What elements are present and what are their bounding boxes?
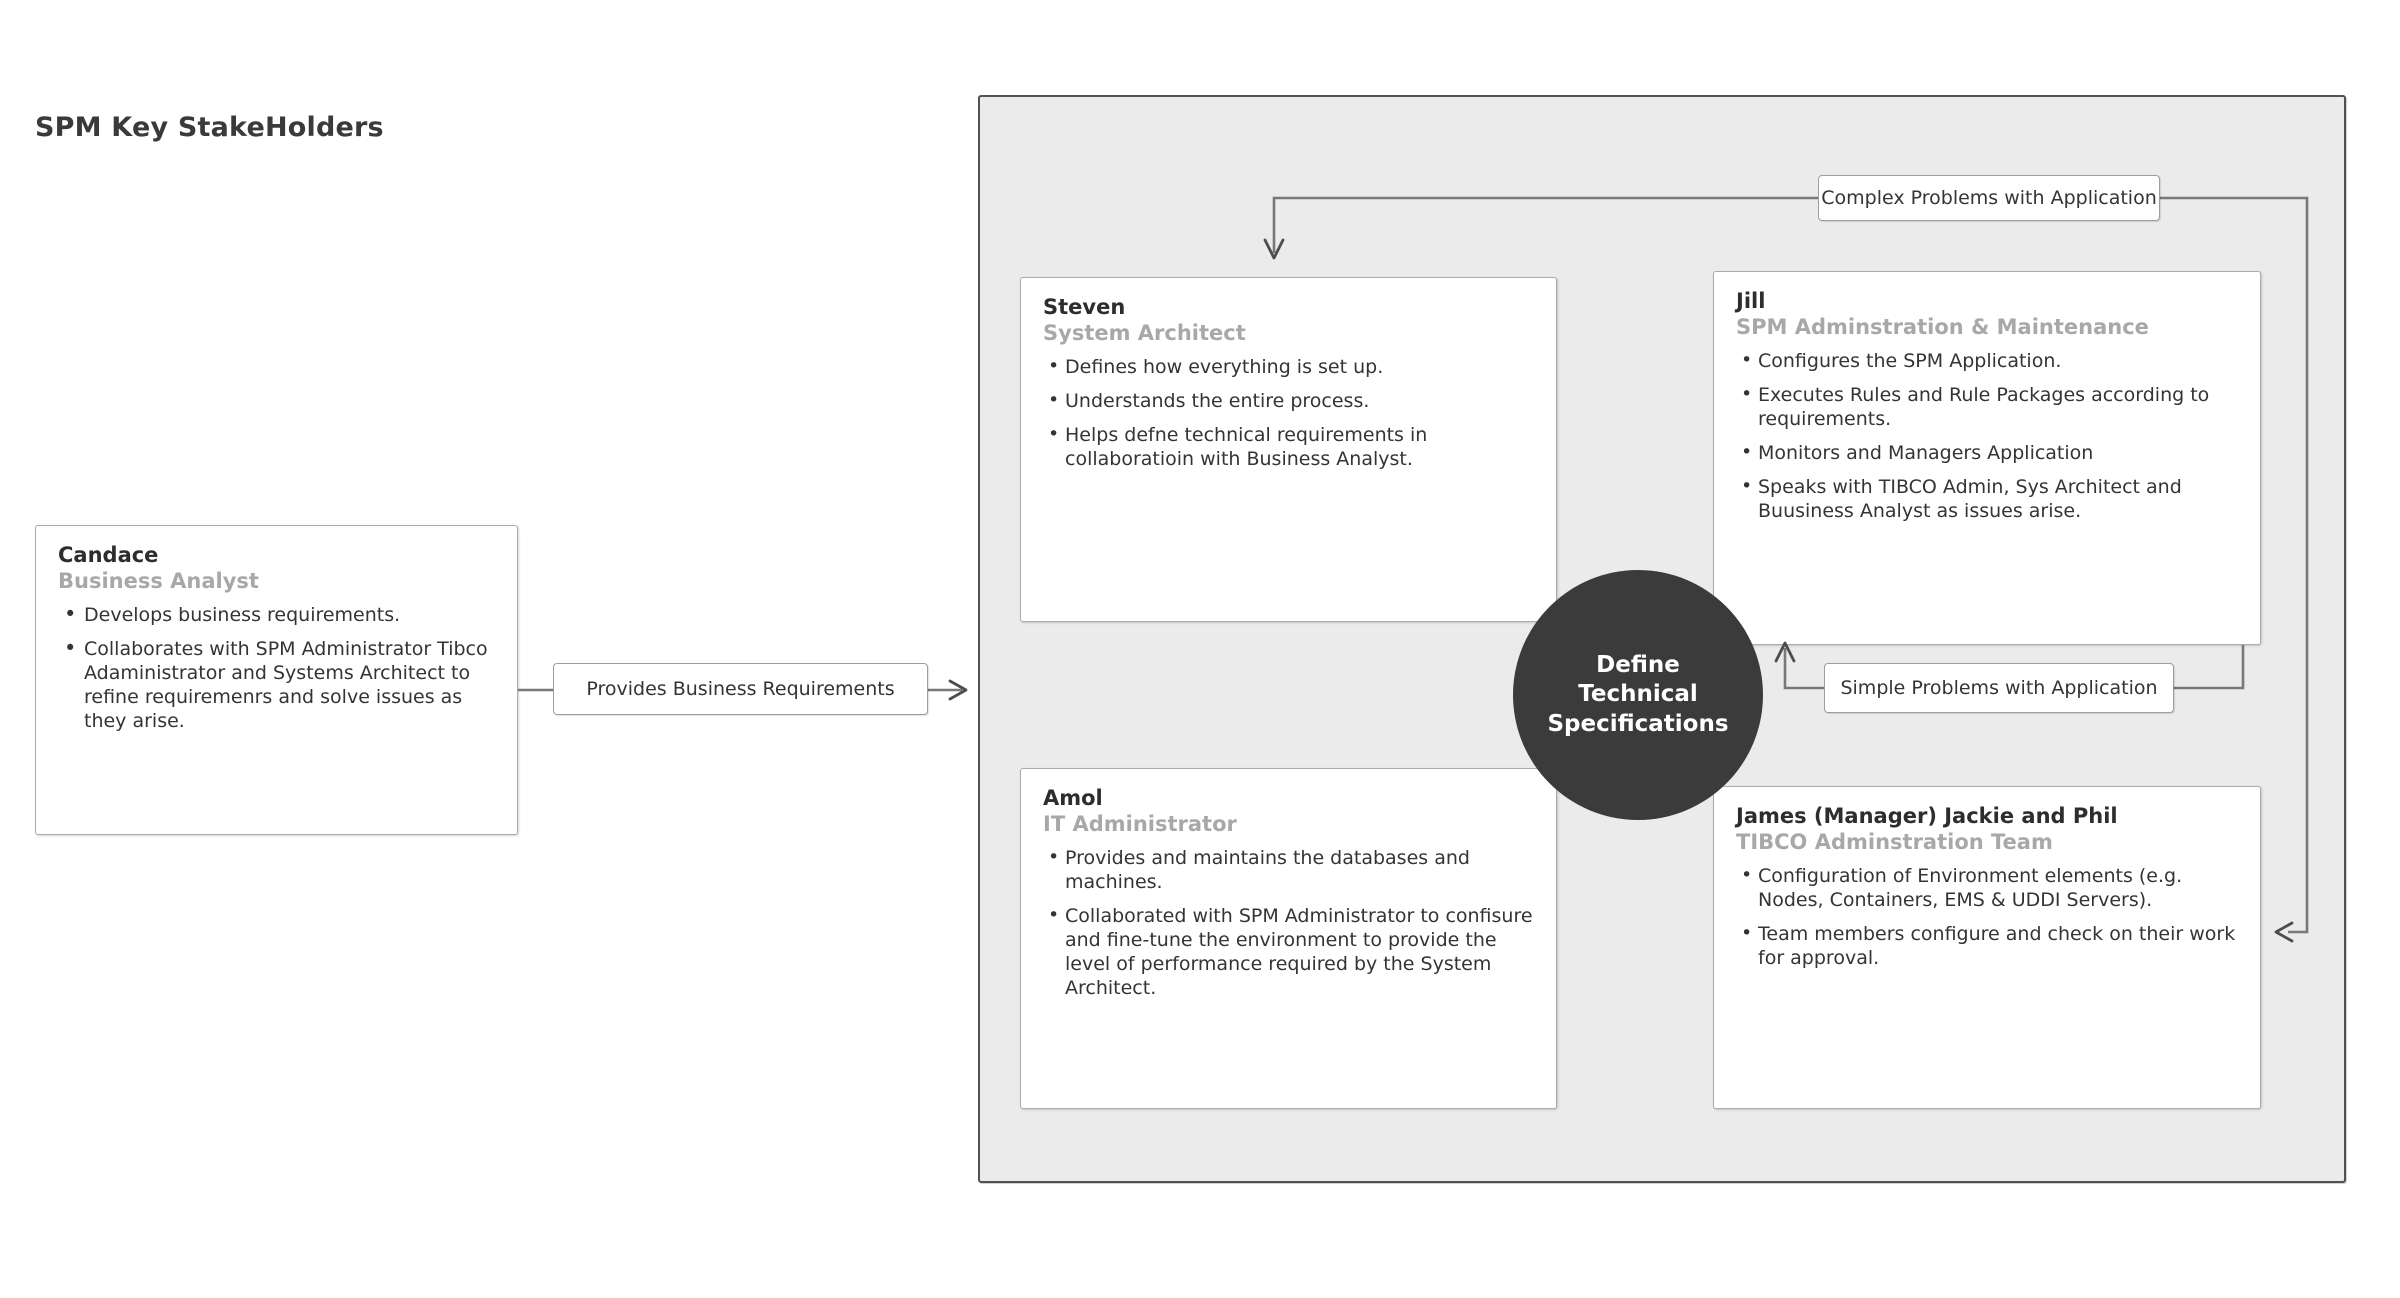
list-item-text: Speaks with TIBCO Admin, Sys Architect a… [1758, 476, 2182, 523]
list-item-text: Defines how everything is set up. [1065, 355, 1384, 378]
connector-simple-to-circle [1783, 648, 1824, 690]
list-item: •Configuration of Environment elements (… [1736, 864, 2238, 912]
bullet-icon: • [1048, 388, 1060, 411]
connector-label-provides-business-requirements: Provides Business Requirements [553, 663, 928, 715]
list-item: •Team members configure and check on the… [1736, 922, 2238, 970]
card-candace-name: Candace [58, 543, 159, 567]
bullet-icon: • [1741, 441, 1753, 464]
connector-complex-right-segment [2160, 196, 2309, 934]
bullet-icon: • [1048, 422, 1060, 445]
card-steven: Steven System Architect •Defines how eve… [1020, 277, 1557, 622]
bullet-icon: • [64, 635, 77, 660]
list-item: •Defines how everything is set up. [1043, 355, 1534, 379]
connector-complex-top-to-steven [1272, 196, 1818, 253]
arrowhead-down-into-steven [1263, 238, 1285, 260]
define-circle-line-3: Specifications [1547, 710, 1729, 737]
card-jill-bullets: •Configures the SPM Application. •Execut… [1736, 349, 2238, 524]
card-steven-role: System Architect [1043, 320, 1246, 345]
list-item: •Provides and maintains the databases an… [1043, 846, 1534, 894]
card-james-bullets: •Configuration of Environment elements (… [1736, 864, 2238, 971]
list-item-text: Develops business requirements. [84, 603, 401, 626]
connector-label-simple-problems: Simple Problems with Application [1824, 663, 2174, 713]
bullet-icon: • [1741, 475, 1753, 498]
list-item-text: Configuration of Environment elements (e… [1758, 864, 2183, 911]
bullet-icon: • [1741, 921, 1753, 944]
list-item-text: Understands the entire process. [1065, 389, 1370, 412]
card-james: James (Manager) Jackie and Phil TIBCO Ad… [1713, 786, 2261, 1109]
list-item: •Collaborated with SPM Administrator to … [1043, 904, 1534, 1001]
list-item: •Configures the SPM Application. [1736, 349, 2238, 373]
card-candace: Candace Business Analyst • Develops busin… [35, 525, 518, 835]
card-candace-bullets: • Develops business requirements. • Collab… [58, 601, 495, 734]
card-amol: Amol IT Administrator •Provides and main… [1020, 768, 1557, 1109]
bullet-icon: • [1048, 354, 1060, 377]
define-circle-label: Define Technical Specifications [1547, 651, 1728, 739]
list-item-text: Configures the SPM Application. [1758, 349, 2062, 372]
define-technical-specifications-node: Define Technical Specifications [1513, 570, 1763, 820]
card-amol-name: Amol [1043, 786, 1103, 810]
bullet-icon: • [1741, 382, 1753, 405]
page-title: SPM Key StakeHolders [35, 112, 384, 143]
list-item: •Speaks with TIBCO Admin, Sys Architect … [1736, 475, 2238, 523]
connector-simple-from-jill [2174, 645, 2245, 690]
define-circle-line-2: Technical [1578, 681, 1698, 708]
list-item: •Helps defne technical requirements in c… [1043, 423, 1534, 471]
list-item-text: Monitors and Managers Application [1758, 442, 2094, 465]
card-jill: Jill SPM Adminstration & Maintenance •Co… [1713, 271, 2261, 645]
arrowhead-left-into-james [2274, 921, 2294, 943]
card-james-name: James (Manager) Jackie and Phil [1736, 804, 2118, 828]
list-item-text: Team members configure and check on thei… [1758, 922, 2236, 970]
card-amol-role: IT Administrator [1043, 811, 1237, 836]
list-item: •Monitors and Managers Application [1736, 441, 2238, 465]
card-candace-role: Business Analyst [58, 568, 259, 593]
bullet-icon: • [1741, 863, 1753, 886]
list-item: • Collaborates with SPM Administrator Tib… [58, 635, 495, 734]
card-jill-name: Jill [1736, 289, 1766, 313]
card-james-role: TIBCO Adminstration Team [1736, 829, 2053, 854]
bullet-icon: • [1048, 845, 1060, 868]
card-steven-bullets: •Defines how everything is set up. •Unde… [1043, 355, 1534, 472]
card-steven-name: Steven [1043, 295, 1126, 319]
bullet-icon: • [1048, 903, 1060, 926]
list-item-text: Collaborates with SPM Administrator Tibc… [84, 637, 488, 733]
list-item: •Understands the entire process. [1043, 389, 1534, 413]
arrowhead-into-group [948, 679, 968, 701]
card-amol-bullets: •Provides and maintains the databases an… [1043, 846, 1534, 1001]
list-item-text: Executes Rules and Rule Packages accordi… [1758, 383, 2210, 430]
define-circle-line-1: Define [1596, 651, 1680, 678]
list-item: • Develops business requirements. [58, 601, 495, 627]
list-item-text: Helps defne technical requirements in co… [1065, 423, 1428, 471]
bullet-icon: • [64, 601, 77, 626]
card-jill-role: SPM Adminstration & Maintenance [1736, 314, 2149, 339]
bullet-icon: • [1741, 348, 1753, 371]
list-item: •Executes Rules and Rule Packages accord… [1736, 383, 2238, 431]
list-item-text: Collaborated with SPM Administrator to c… [1065, 904, 1533, 1000]
connector-label-complex-problems: Complex Problems with Application [1818, 175, 2160, 221]
arrowhead-up-into-circle [1774, 641, 1796, 663]
list-item-text: Provides and maintains the databases and… [1065, 846, 1470, 893]
